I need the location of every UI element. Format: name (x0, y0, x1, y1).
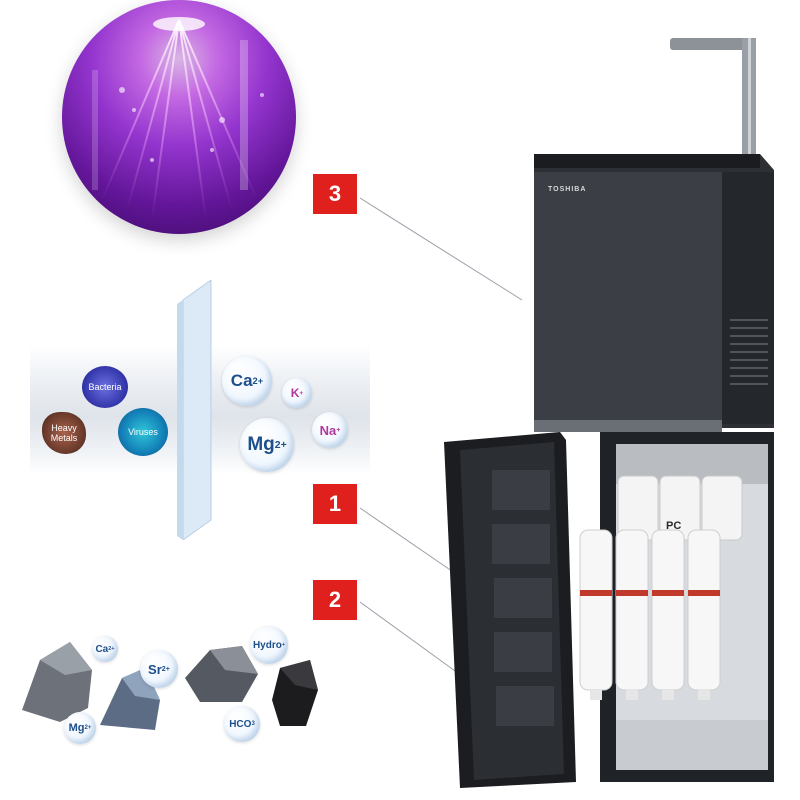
stone-gray-2 (185, 646, 258, 702)
viruses-label: Viruses (128, 427, 158, 437)
mineral-stones (22, 642, 318, 730)
water-dispenser (444, 38, 774, 788)
stone-black (272, 660, 318, 726)
callout-badge-3: 3 (313, 174, 357, 214)
bacteria-particle: Bacteria (82, 366, 128, 408)
uv-sterilization-image (62, 0, 296, 234)
mineral-hydro-bubble: Hydro+ (250, 626, 288, 664)
virus-particle: Viruses (118, 408, 168, 456)
stone-gray-1 (22, 642, 92, 722)
callout-badge-1: 1 (313, 484, 357, 524)
uv-light-rays (62, 0, 296, 234)
filter-tag-label: PC (666, 520, 682, 532)
bacteria-label: Bacteria (88, 382, 122, 392)
potassium-ion-bubble: K+ (282, 378, 312, 408)
faucet-arm (670, 38, 756, 50)
heavy-metals-particle: Heavy Metals (42, 412, 86, 454)
front-panel (534, 172, 722, 424)
filter-membrane (175, 279, 215, 541)
filter-cartridges (579, 475, 743, 700)
heavy-metals-label: Heavy Metals (50, 423, 78, 443)
callout-badge-2: 2 (313, 580, 357, 620)
stone-blue-gray (100, 668, 160, 730)
brand-logo-text: TOSHIBA (548, 186, 587, 193)
sodium-ion-bubble: Na+ (312, 412, 348, 448)
